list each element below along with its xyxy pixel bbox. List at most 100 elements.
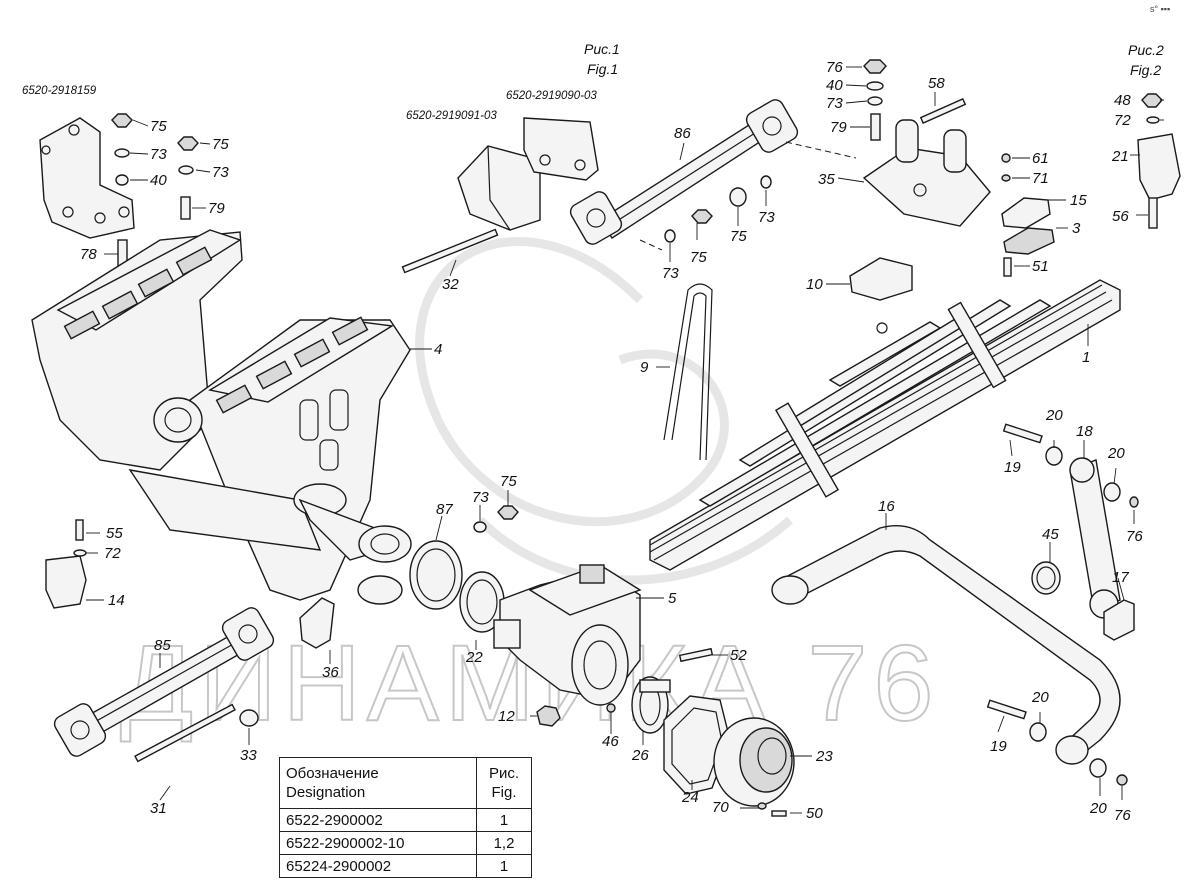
callout: 3 [1072,220,1081,237]
bracket-35 [862,119,991,227]
designation-table: Обозначение Designation Рис. Fig. 6522-2… [279,757,532,878]
svg-text:Рис.2: Рис.2 [1128,42,1164,58]
stabilizer-bar-16 [771,525,1121,765]
hub-housing [493,564,642,706]
part-code-bracket-90: 6520-2919090-03 [506,90,597,102]
callout: 18 [1076,423,1093,440]
callout: 73 [758,209,775,226]
callout: 76 [826,59,843,76]
bracket-6520-2919091-03 [457,145,541,231]
callout: 70 [712,799,729,816]
callout: 20 [1031,689,1049,706]
nut-76-bottom [1116,774,1128,786]
seal-70 [757,802,767,810]
header-figure: Рис. Fig. [476,757,532,809]
svg-text:Fig.2: Fig.2 [1130,62,1161,78]
leader-lines [86,66,1164,814]
callout: 31 [150,800,167,817]
callout: 17 [1112,569,1129,586]
figure-label-1: Рис.1 Fig.1 [584,41,620,77]
callout: 15 [1070,192,1087,209]
hub-cover-23 [713,717,795,807]
washer-71 [1001,174,1011,182]
callout: 73 [472,489,489,506]
callout: 52 [730,647,747,664]
callout: 76 [1126,528,1143,545]
seal-ring-87 [409,540,463,610]
bushing-20-right [1103,482,1121,502]
callout: 75 [690,249,707,266]
callout: 58 [928,75,945,92]
callout: 32 [442,276,459,293]
callout: 79 [208,200,225,217]
reaction-rod-86 [569,99,799,245]
callout: 72 [1114,112,1131,129]
bracket-6520-2918159 [39,117,135,239]
bolt-32 [401,228,499,274]
nut-75-a [691,209,713,224]
callout: 76 [1114,807,1131,824]
callout: 86 [674,125,691,142]
svg-text:Рис.1: Рис.1 [584,41,620,57]
plate-3 [1003,227,1055,255]
u-bolt-9 [663,283,713,461]
table-row: 65224-2900002 1 [279,854,532,878]
callout: 12 [498,708,515,725]
callout: 51 [1032,258,1049,275]
callout: 85 [154,637,171,654]
trunnion-crossmember [31,229,412,605]
header-designation: Обозначение Designation [279,757,477,809]
bracket-36 [299,597,335,649]
bushing-75-b [729,187,747,207]
callout: 4 [434,341,442,358]
bolt-19-top [1002,423,1043,444]
callout: 35 [818,171,835,188]
callout: 19 [990,738,1007,755]
bolt-58 [919,97,967,125]
pad-10 [849,257,913,301]
callout: 1 [1082,349,1090,366]
callout: 78 [80,246,97,263]
bolt-56 [1148,197,1158,229]
callout: 73 [826,95,843,112]
callout: 75 [150,118,167,135]
callout: 26 [631,747,649,764]
callout: 20 [1045,407,1063,424]
callout: 40 [826,77,843,94]
table-header-row: Обозначение Designation Рис. Fig. [279,757,532,809]
part-code-bracket-91: 6520-2919091-03 [406,110,497,122]
figure-cell: 1,2 [476,831,532,855]
callout: 73 [662,265,679,282]
figure-cell: 1 [476,854,532,878]
callout: 36 [322,664,339,681]
designation-cell: 65224-2900002 [279,854,477,878]
callout: 20 [1089,800,1107,817]
washer-72-fig2 [1146,116,1160,124]
nut-76-right [1129,496,1139,508]
callout: 55 [106,525,123,542]
bolt-55 [75,519,84,541]
bolt-31 [134,703,236,763]
bushing-33 [239,709,259,727]
callout: 40 [150,172,167,189]
part-code-bracket-left: 6520-2918159 [22,85,97,97]
callout: 24 [681,789,699,806]
callout: 23 [815,748,833,765]
washer-73-a [664,229,676,243]
nut-48 [1141,93,1163,108]
callout: 79 [830,119,847,136]
cap-14 [45,555,87,609]
callout: 33 [240,747,257,764]
washer-46 [606,703,616,713]
callout: 19 [1004,459,1021,476]
callout: 5 [668,590,677,607]
svg-text:Fig.1: Fig.1 [587,61,618,77]
leaf-spring [649,279,1121,571]
callout: 14 [108,592,125,609]
figure-cell: 1 [476,808,532,832]
nut-87-side [473,521,487,533]
callout: 22 [465,649,483,666]
washer-73-b [760,175,772,189]
corner-mark: s° ▪▪▪ [1150,4,1170,14]
bolt-50 [771,810,787,817]
